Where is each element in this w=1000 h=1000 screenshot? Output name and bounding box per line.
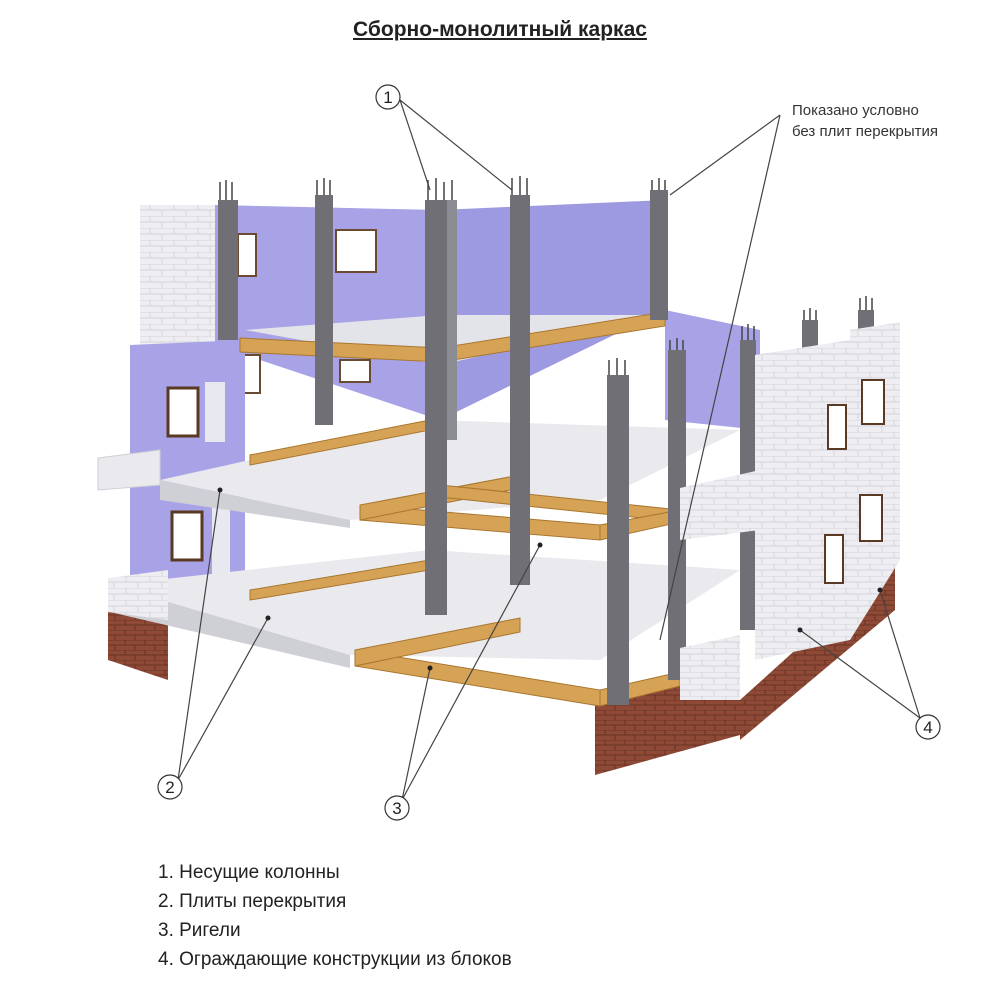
column xyxy=(668,350,686,680)
callout-circle xyxy=(915,714,941,740)
opening xyxy=(212,505,230,575)
left-plinth-block xyxy=(108,570,168,620)
callout-label-3: 3 xyxy=(392,799,401,818)
opening xyxy=(205,382,225,442)
right-upper-wall xyxy=(665,310,760,430)
column xyxy=(650,190,668,320)
legend-item-4: 4. Ограждающие конструкции из блоков xyxy=(158,949,512,970)
load-bearing-columns xyxy=(218,190,874,705)
annotation-note: Показано условно без плит перекрытия xyxy=(792,100,962,142)
leader-lines xyxy=(177,99,921,801)
note-line-2: без плит перекрытия xyxy=(792,123,938,140)
callout-4: 4 xyxy=(915,714,941,740)
leader-note xyxy=(659,114,781,641)
callout-circle xyxy=(157,774,183,800)
rebar-tips xyxy=(219,176,873,375)
block-parapet-mid xyxy=(680,470,760,540)
legend-list: 1. Несущие колонны 2. Плиты перекрытия 3… xyxy=(158,858,512,974)
callout-label-2: 2 xyxy=(165,778,174,797)
callout-1: 1 xyxy=(375,84,401,110)
plinth-left xyxy=(108,612,168,680)
legend-item-1: 1. Несущие колонны xyxy=(158,862,340,883)
window xyxy=(166,386,200,438)
window xyxy=(170,510,204,562)
window xyxy=(824,534,844,584)
leader-1 xyxy=(399,99,513,191)
callout-circle xyxy=(384,795,410,821)
left-brick-tower xyxy=(140,205,215,345)
column xyxy=(607,375,629,705)
callout-label-1: 1 xyxy=(383,88,392,107)
back-windows xyxy=(237,229,377,394)
window xyxy=(859,494,883,542)
legend-item-2: 2. Плиты перекрытия xyxy=(158,891,347,912)
back-wall-right xyxy=(440,200,665,420)
callout-2: 2 xyxy=(157,774,183,800)
column xyxy=(510,195,530,585)
callout-label-4: 4 xyxy=(923,718,932,737)
slab-mid-edge xyxy=(160,480,350,528)
right-block-wall-front xyxy=(755,340,850,660)
window xyxy=(243,354,261,394)
column xyxy=(315,195,333,425)
callout-circle xyxy=(375,84,401,110)
callout-3: 3 xyxy=(384,795,410,821)
window xyxy=(827,404,847,450)
window xyxy=(237,233,257,277)
slab-mid-balcony xyxy=(97,449,161,491)
leader-dots xyxy=(217,487,883,671)
plinth-front xyxy=(595,680,740,775)
left-front-wall xyxy=(130,340,245,600)
slab-ground-edge xyxy=(110,585,350,668)
block-parapet-low xyxy=(680,635,740,700)
window xyxy=(335,229,377,273)
note-line-1: Показано условно xyxy=(792,102,919,119)
block-enclosure-walls xyxy=(108,322,900,700)
leader-4 xyxy=(799,589,921,719)
leader-3 xyxy=(401,544,541,801)
slab-mid xyxy=(160,420,740,520)
beam-low-2 xyxy=(354,617,521,667)
column xyxy=(447,200,457,440)
column xyxy=(425,200,447,615)
leader-2 xyxy=(177,489,269,781)
window xyxy=(861,379,885,425)
column xyxy=(218,200,238,340)
window xyxy=(339,359,371,383)
diagram-title: Сборно-монолитный каркас xyxy=(353,18,647,41)
legend-item-3: 3. Ригели xyxy=(158,920,241,941)
